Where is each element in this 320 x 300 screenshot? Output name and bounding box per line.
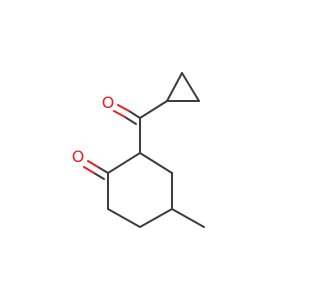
ring-ketone-double-bond-a-red [87, 160, 99, 168]
bond-carbonyl-to-cyclopropyl [139, 100, 168, 119]
cyclopropyl-group [166, 72, 200, 102]
cyclopropyl-bond-left [166, 72, 183, 102]
ketone-double-bond-b-dark [124, 116, 137, 125]
ring-oxygen-label: O [72, 147, 85, 166]
ketone-double-bond-a-dark [128, 110, 141, 119]
ketone-oxygen-label: O [102, 93, 115, 112]
methyl-bond [171, 208, 205, 228]
acyl-linkage [113, 100, 168, 154]
chemical-structure-diagram: O O [72, 72, 205, 228]
ketone-double-bond-b-red [113, 110, 126, 118]
ring-bond-1 [139, 152, 173, 174]
ring-ketone-double-bond-b-red [83, 166, 95, 174]
ring-ketone-double-bond-b-dark [93, 172, 105, 180]
ring-bond-3 [139, 208, 173, 228]
cyclohexanone-ring [83, 152, 205, 228]
ring-bond-4 [107, 208, 141, 228]
cyclopropyl-bond-top [181, 72, 200, 102]
ring-bond-6 [107, 152, 141, 174]
ketone-double-bond-a-red [117, 104, 130, 112]
ring-ketone-double-bond-a-dark [97, 166, 109, 174]
